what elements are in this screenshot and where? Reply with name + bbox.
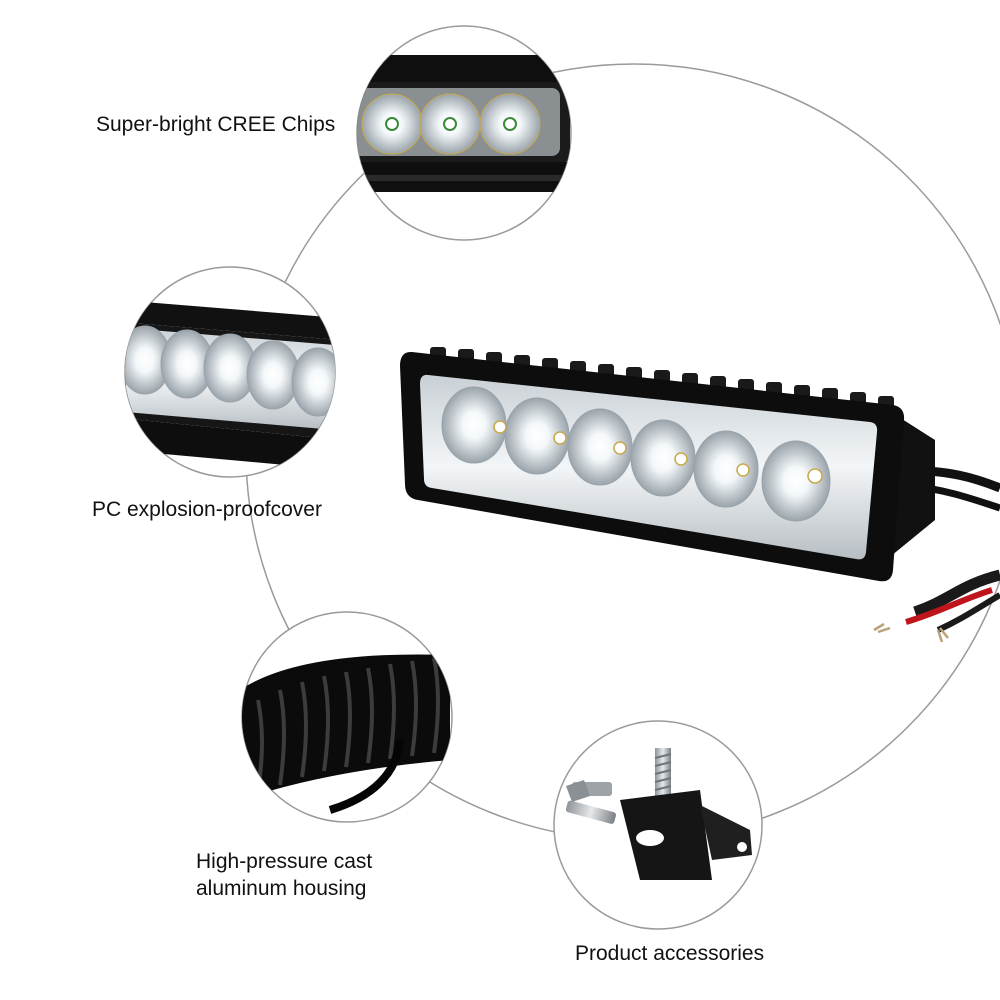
led-chip-icon	[361, 93, 541, 155]
accessories-detail	[553, 720, 763, 930]
bracket-icon	[620, 790, 752, 880]
light-bar-icon	[400, 347, 1000, 643]
chips-detail	[356, 25, 572, 241]
housing-detail	[241, 611, 453, 823]
label-housing-line-2: aluminum housing	[196, 877, 367, 900]
label-pc-cover: PC explosion-proofcover	[92, 498, 322, 521]
label-cree-chips: Super-bright CREE Chips	[96, 113, 336, 136]
label-housing: High-pressure cast aluminum housing	[196, 848, 372, 902]
label-accessories: Product accessories	[575, 942, 765, 965]
label-housing-line-1: High-pressure cast	[196, 850, 373, 873]
cover-detail	[124, 266, 336, 478]
